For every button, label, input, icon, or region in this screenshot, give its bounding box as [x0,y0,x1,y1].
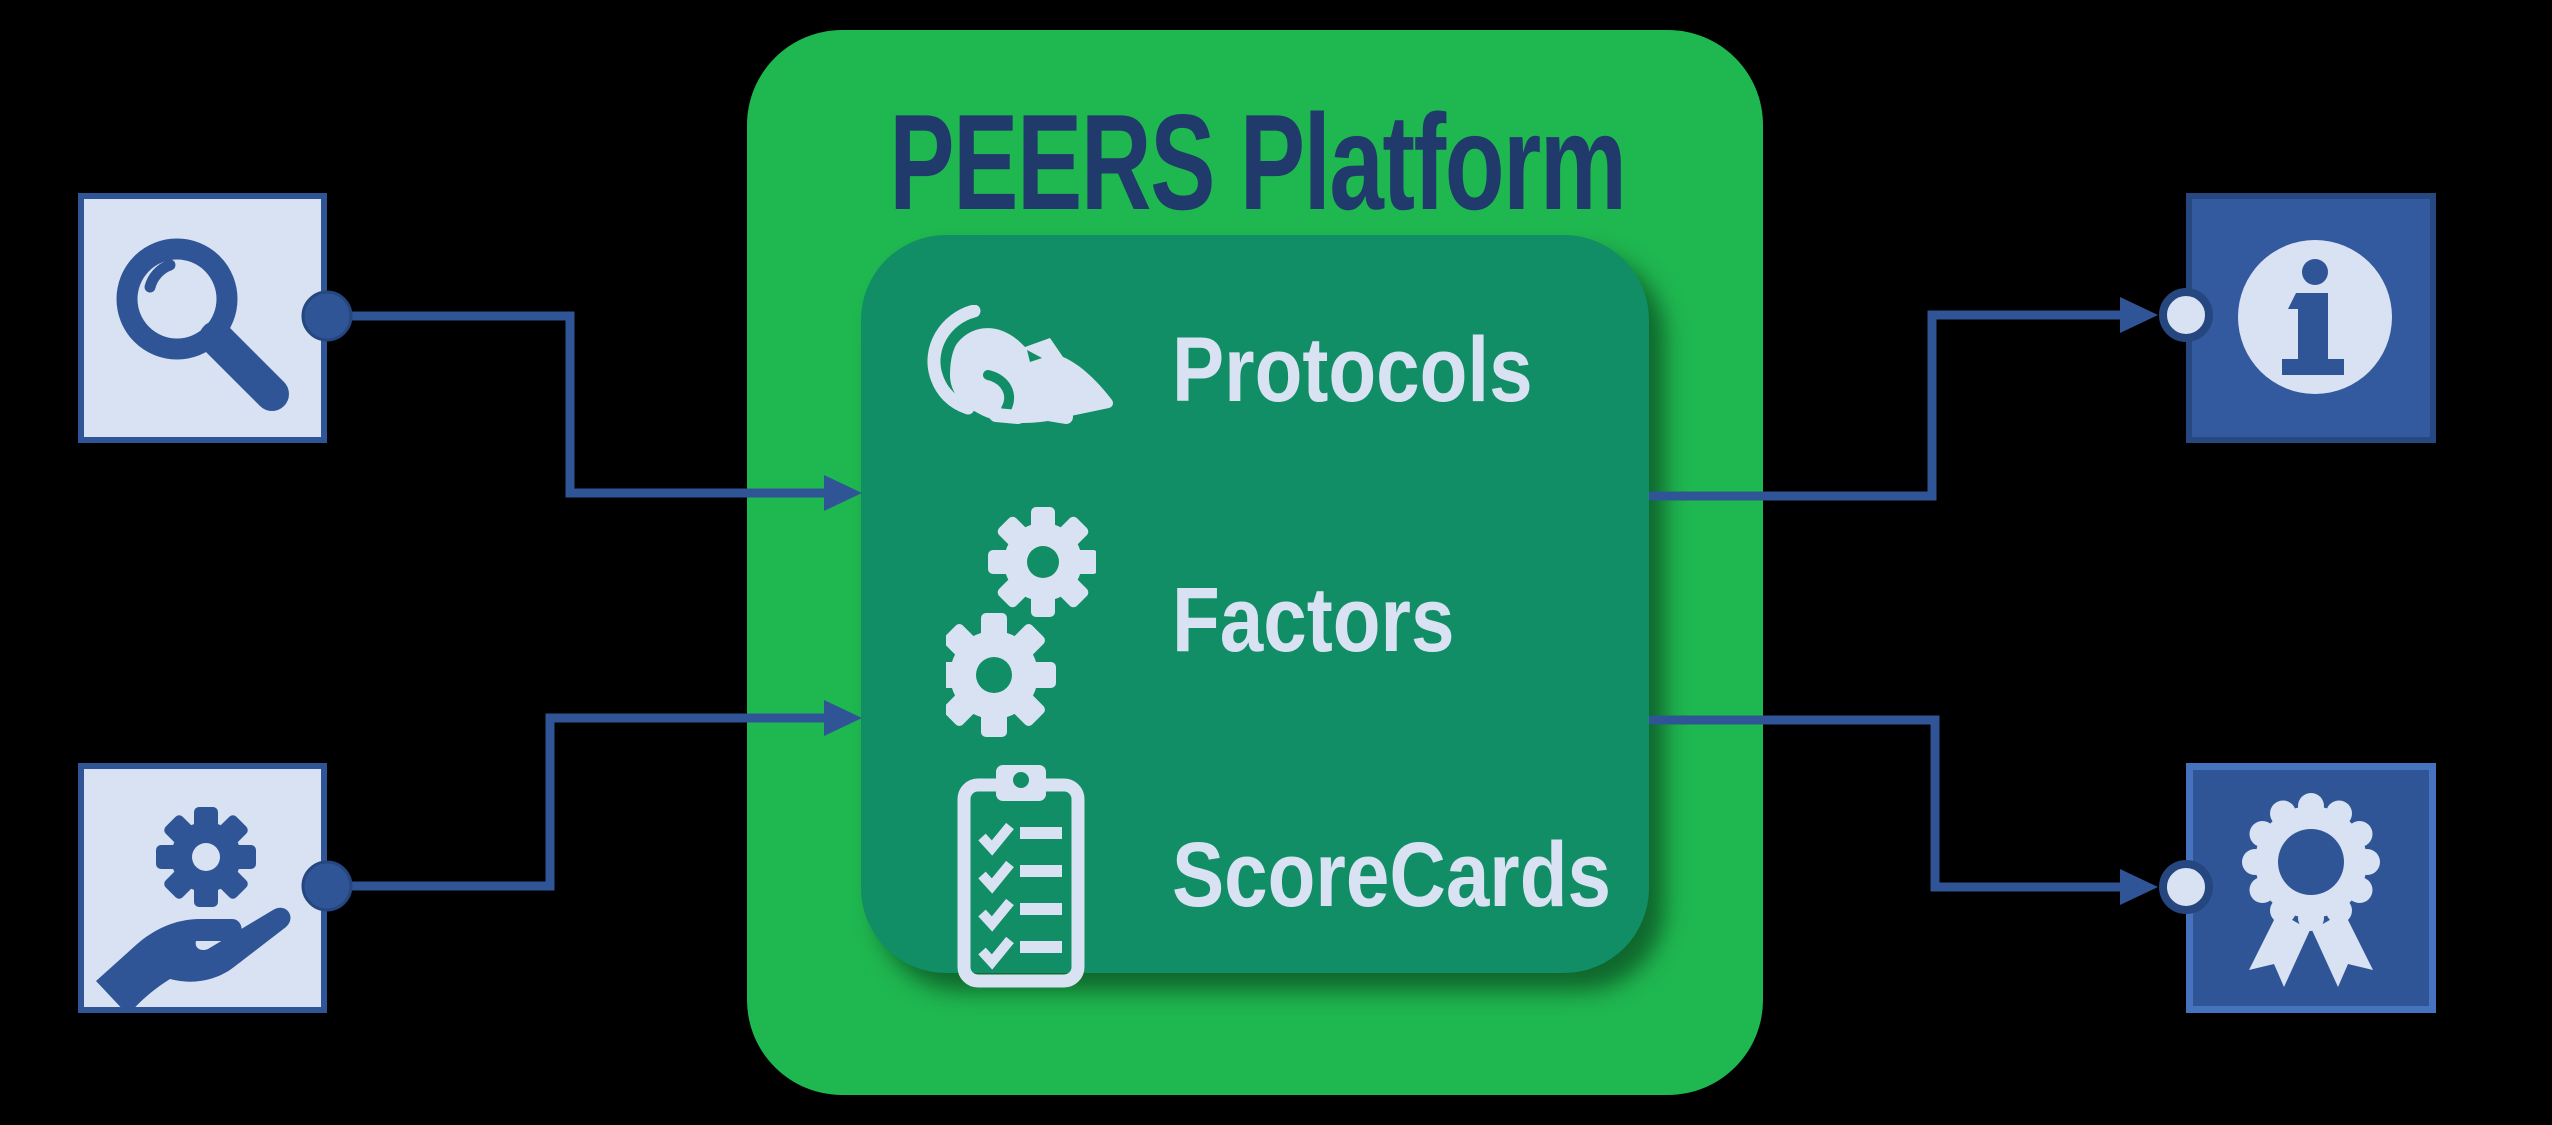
award-box [2186,763,2436,1013]
info-box [2186,193,2436,443]
info-icon [2238,240,2392,394]
module-row-factors: Factors [916,503,1504,737]
arrowhead-icon [2120,297,2158,333]
module-row-scorecards: ScoreCards [916,757,1688,993]
magnifier-box [78,193,327,443]
arrowhead-icon [2120,869,2158,905]
module-row-protocols: Protocols [916,265,1596,475]
platform-modules-box: Protocols [861,235,1649,988]
module-label-factors: Factors [1172,569,1455,671]
award-ribbon-icon [2242,793,2380,987]
hand-gear-box [78,763,327,1013]
clipboard-checklist-icon [916,761,1126,989]
module-label-scorecards: ScoreCards [1172,824,1611,926]
mouse-icon [916,305,1126,435]
platform-title: PEERS Platform [889,86,1627,238]
module-label-protocols: Protocols [1172,319,1533,421]
gears-icon [916,503,1126,737]
hand-gear-icon [96,807,291,1007]
magnifier-icon [116,238,289,411]
